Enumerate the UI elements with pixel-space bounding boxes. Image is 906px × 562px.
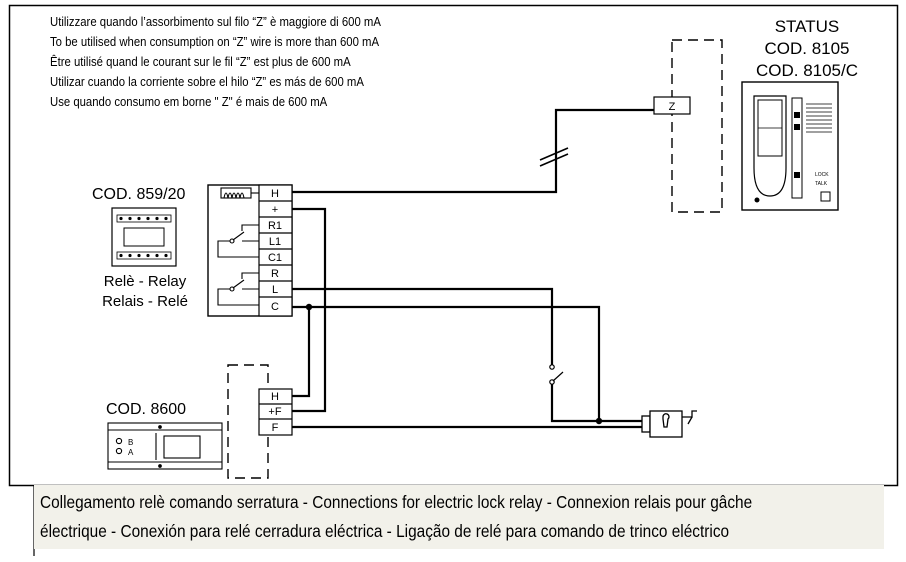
- relay-contact-1: [217, 224, 259, 258]
- status-code-1: COD. 8105: [764, 39, 850, 58]
- relay-terminal-h: H: [271, 188, 279, 200]
- relay-terminal-block: [258, 184, 293, 317]
- relay-terminal-c: C: [271, 301, 279, 313]
- relay-terminal-c1: C1: [268, 252, 282, 264]
- status-title: STATUS: [774, 17, 840, 36]
- note-french: Être utilisé quand le courant sur le fil…: [50, 54, 351, 69]
- power-label-a: A: [128, 448, 134, 457]
- terminal-z-label: Z: [669, 101, 676, 113]
- status-panel-talk: TALK: [815, 181, 828, 187]
- note-portuguese: Use quando consumo em borne " Z" é mais …: [50, 94, 328, 109]
- status-dashed-box: [671, 39, 723, 213]
- power-module-icon: [107, 422, 223, 470]
- power-terminal-h: H: [271, 391, 279, 403]
- usage-notes: Utilizzare quando l’assorbimento sul fil…: [50, 12, 381, 112]
- power-terminal-block: [258, 388, 293, 436]
- wire-l: [292, 287, 554, 365]
- power-terminal-plusf: +F: [268, 406, 281, 418]
- relay-terminal-l1: L1: [269, 236, 281, 248]
- electric-lock-icon: [641, 410, 697, 438]
- relay-terminal-l: L: [272, 284, 278, 296]
- relay-contact-2: [217, 272, 259, 306]
- relay-label: Relè - Relay Relais - Relé: [80, 272, 210, 312]
- status-code-2: COD. 8105/C: [755, 61, 859, 80]
- power-supply-code: COD. 8600: [106, 401, 187, 418]
- break-mark-2: [539, 153, 569, 167]
- relay-label-line2: Relais - Relé: [102, 293, 188, 310]
- caption: Collegamento relè comando serratura - Co…: [34, 485, 884, 549]
- relay-coil: [220, 187, 259, 199]
- wire-c: [292, 305, 601, 421]
- break-mark-1: [539, 147, 569, 161]
- relay-terminal-r: R: [271, 268, 279, 280]
- wire-z: [290, 108, 654, 194]
- relay-label-line1: Relè - Relay: [103, 273, 187, 290]
- relay-terminal-r1: R1: [268, 220, 282, 232]
- wiring: [292, 207, 642, 429]
- wire-switch-out: [550, 384, 642, 423]
- note-spanish: Utilizar cuando la corriente sobre el hi…: [50, 74, 364, 89]
- relay-module-icon: [111, 207, 177, 267]
- power-label-b: B: [128, 438, 133, 447]
- note-english: To be utilised when consumption on “Z” w…: [50, 34, 380, 49]
- note-italian: Utilizzare quando l’assorbimento sul fil…: [50, 14, 381, 29]
- junction-lock: [595, 417, 603, 425]
- relay-terminal-plus: +: [272, 204, 278, 216]
- status-device: LOCK TALK: [741, 81, 839, 211]
- status-panel-lock: LOCK: [815, 172, 829, 178]
- terminal-z: [653, 96, 691, 115]
- wire-plus: [292, 207, 327, 413]
- junction-c: [305, 303, 313, 311]
- relay-code: COD. 859/20: [92, 186, 186, 203]
- lock-button-switch: [549, 364, 564, 385]
- power-terminal-f: F: [272, 422, 279, 434]
- status-label: STATUS COD. 8105 COD. 8105/C: [722, 16, 892, 82]
- relay-terminal-labels: H + R1 L1 C1 R L C: [268, 188, 282, 313]
- caption-line-2: électrique - Conexión para relé cerradur…: [40, 521, 730, 541]
- caption-line-1: Collegamento relè comando serratura - Co…: [40, 492, 753, 512]
- wire-h: [292, 307, 311, 398]
